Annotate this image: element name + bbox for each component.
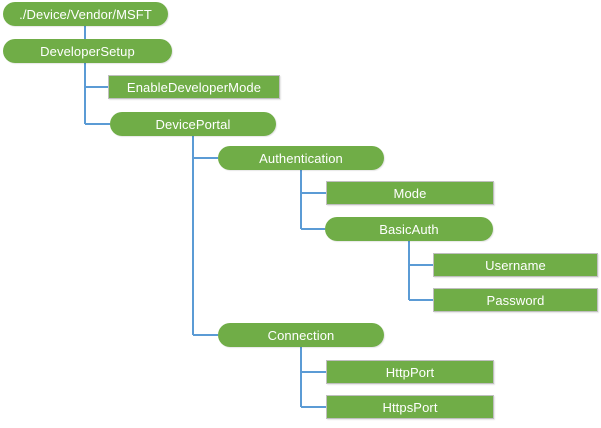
node-root[interactable]: ./Device/Vendor/MSFT	[3, 2, 168, 26]
node-password-label: Password	[486, 292, 545, 308]
node-developersetup[interactable]: DeveloperSetup	[3, 39, 172, 63]
node-mode[interactable]: Mode	[326, 181, 494, 205]
node-httpport-label: HttpPort	[385, 364, 435, 380]
node-mode-label: Mode	[393, 185, 427, 201]
node-enabledevelopermode[interactable]: EnableDeveloperMode	[108, 75, 280, 99]
node-developersetup-label: DeveloperSetup	[40, 43, 135, 59]
node-connection-label: Connection	[267, 327, 335, 343]
node-httpsport-label: HttpsPort	[382, 399, 438, 415]
node-password[interactable]: Password	[433, 288, 598, 312]
node-username[interactable]: Username	[433, 253, 598, 277]
node-httpsport[interactable]: HttpsPort	[326, 395, 494, 419]
node-deviceportal[interactable]: DevicePortal	[110, 112, 276, 136]
node-authentication-label: Authentication	[259, 150, 343, 166]
node-httpport[interactable]: HttpPort	[326, 360, 494, 384]
node-deviceportal-label: DevicePortal	[155, 116, 231, 132]
node-authentication[interactable]: Authentication	[218, 146, 384, 170]
node-username-label: Username	[485, 257, 546, 273]
node-connection[interactable]: Connection	[218, 323, 384, 347]
node-root-label: ./Device/Vendor/MSFT	[19, 6, 152, 22]
node-enabledevelopermode-label: EnableDeveloperMode	[126, 79, 262, 95]
node-basicauth[interactable]: BasicAuth	[325, 217, 493, 241]
node-basicauth-label: BasicAuth	[379, 221, 439, 237]
